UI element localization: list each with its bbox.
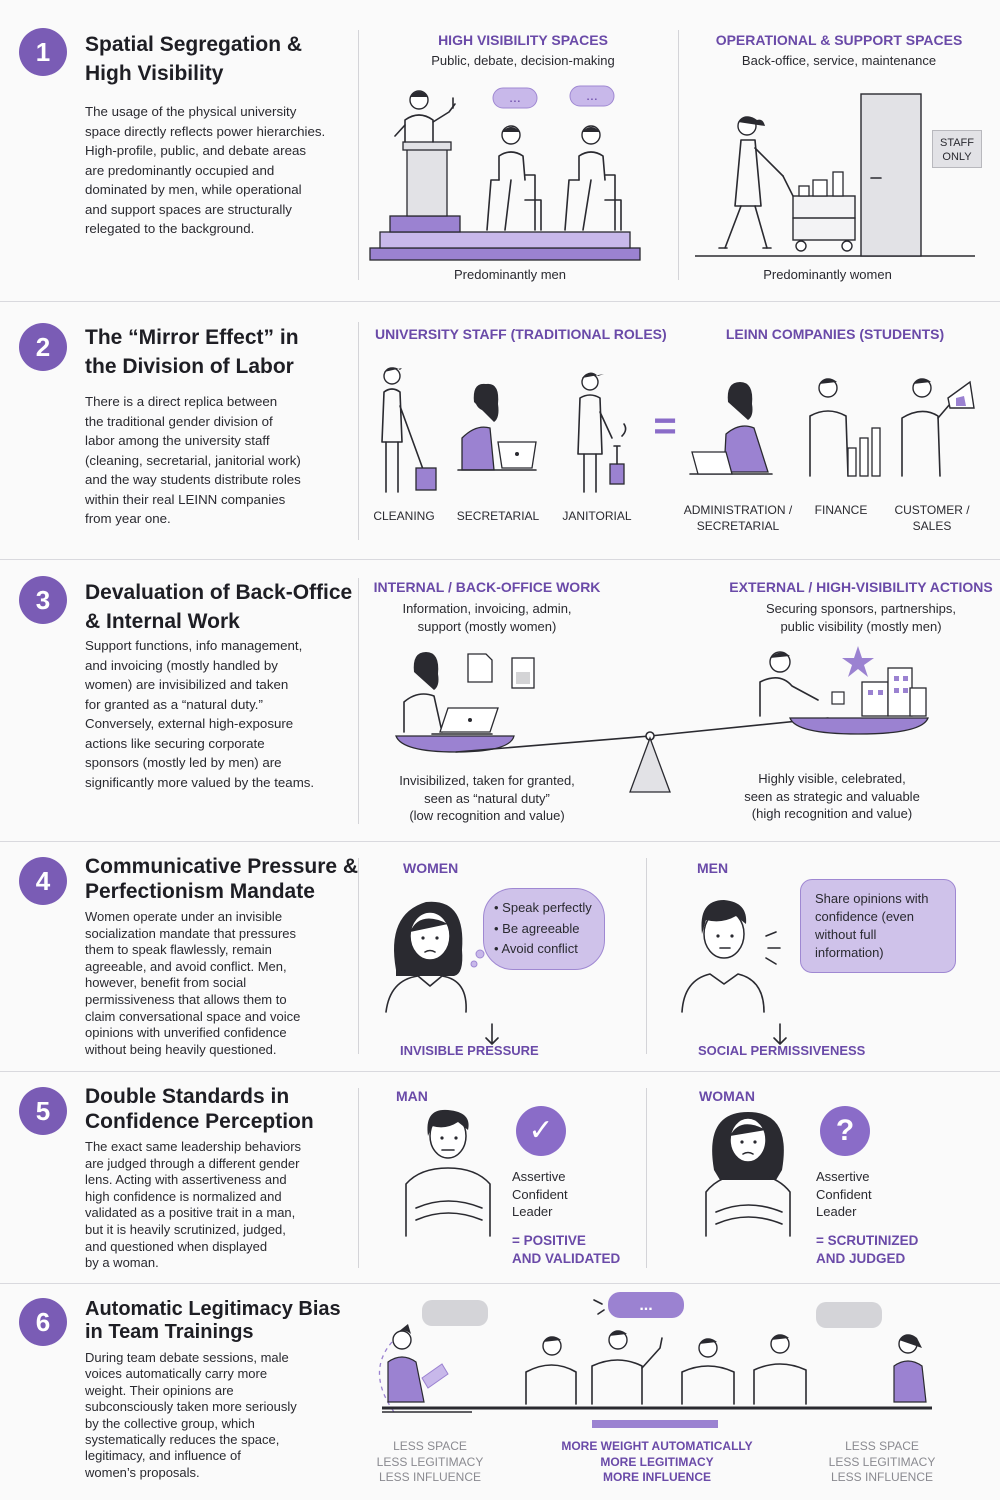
- panel-title: LEINN COMPANIES (STUDENTS): [725, 326, 945, 342]
- panel-title: MAN: [396, 1088, 428, 1104]
- staff-only-sign: STAFF ONLY: [932, 130, 982, 168]
- panel-title: EXTERNAL / HIGH-VISIBILITY ACTIONS: [729, 579, 993, 595]
- section-title: The “Mirror Effect” in the Division of L…: [85, 326, 299, 378]
- svg-text:...: ...: [509, 89, 521, 105]
- permission-bubble: Share opinions with confidence (even wit…: [800, 879, 956, 973]
- question-icon: ?: [820, 1106, 870, 1156]
- panel-title: OPERATIONAL & SUPPORT SPACES: [715, 32, 963, 48]
- role-label: JANITORIAL: [562, 509, 632, 523]
- section-number: 4: [19, 857, 67, 905]
- section-title: Devaluation of Back-Office & Internal Wo…: [85, 581, 353, 633]
- woman-crossed-arms: [705, 1112, 791, 1237]
- section-number: 1: [19, 28, 67, 76]
- panel-caption: Invisibilized, taken for granted, seen a…: [399, 773, 575, 823]
- section-title: Communicative Pressure & Perfectionism M…: [85, 855, 359, 903]
- svg-text:...: ...: [586, 87, 598, 103]
- section-number: 3: [19, 576, 67, 624]
- verdict-label: = SCRUTINIZED AND JUDGED: [816, 1233, 919, 1266]
- section-title: Double Standards in Confidence Perceptio…: [85, 1085, 314, 1133]
- team-debate-illustration: ...: [378, 1292, 932, 1428]
- minority-effect-label: LESS SPACE LESS LEGITIMACY LESS INFLUENC…: [828, 1439, 936, 1484]
- section-mirror-effect: 2 The “Mirror Effect” in the Division of…: [0, 302, 1000, 560]
- expectations-bubble: • Speak perfectly • Be agreeable • Avoid…: [483, 888, 605, 970]
- section-number: 5: [19, 1087, 67, 1135]
- seesaw-illustration: [395, 646, 929, 793]
- majority-effect-label: MORE WEIGHT AUTOMATICALLY MORE LEGITIMAC…: [561, 1439, 753, 1484]
- section-description: During team debate sessions, male voices…: [85, 1350, 297, 1480]
- section-double-standards: 5 Double Standards in Confidence Percept…: [0, 1072, 1000, 1284]
- traits-list: Assertive Confident Leader: [512, 1169, 568, 1219]
- panel-title: INTERNAL / BACK-OFFICE WORK: [373, 579, 601, 595]
- equals-sign: =: [653, 404, 677, 448]
- panel-subtitle: Public, debate, decision-making: [431, 53, 615, 68]
- panel-caption: SOCIAL PERMISSIVENESS: [698, 1043, 866, 1058]
- section-devaluation: 3 Devaluation of Back-Office & Internal …: [0, 560, 1000, 842]
- panel-caption: Predominantly women: [763, 267, 892, 282]
- panel-title: UNIVERSITY STAFF (TRADITIONAL ROLES): [375, 326, 667, 342]
- student-roles-illustration: [689, 378, 975, 477]
- role-label: CLEANING: [373, 509, 435, 523]
- section-title: Automatic Legitimacy Bias in Team Traini…: [85, 1298, 341, 1343]
- panel-subtitle: Information, invoicing, admin, support (…: [402, 601, 572, 634]
- section-legitimacy-bias: 6 Automatic Legitimacy Bias in Team Trai…: [0, 1284, 1000, 1500]
- woman-portrait: [385, 901, 499, 1045]
- section-description: Support functions, info management, and …: [85, 638, 315, 790]
- section-number: 6: [19, 1298, 67, 1346]
- divider: [646, 1088, 647, 1268]
- section-description: Women operate under an invisible sociali…: [85, 909, 301, 1057]
- man-portrait: [681, 900, 787, 1045]
- panel-title: HIGH VISIBILITY SPACES: [438, 32, 608, 48]
- panel-title: MEN: [697, 860, 729, 876]
- verdict-label: = POSITIVE AND VALIDATED: [512, 1233, 621, 1266]
- section-number: 2: [19, 323, 67, 371]
- panel-title: WOMAN: [699, 1088, 755, 1104]
- section-spatial-segregation: 1 Spatial Segregation & High Visibility …: [0, 0, 1000, 302]
- check-icon: ✓: [516, 1106, 566, 1156]
- divider: [646, 858, 647, 1054]
- panel-subtitle: Securing sponsors, partnerships, public …: [765, 601, 957, 634]
- panel-caption: INVISIBLE PRESSURE: [400, 1043, 539, 1058]
- panel-caption: Predominantly men: [454, 267, 566, 282]
- divider: [358, 30, 359, 280]
- panel-subtitle: Back-office, service, maintenance: [741, 53, 937, 68]
- divider: [358, 578, 359, 824]
- man-crossed-arms: [405, 1109, 491, 1237]
- role-label: ADMINISTRATION / SECRETARIAL: [683, 503, 793, 533]
- minority-effect-label: LESS SPACE LESS LEGITIMACY LESS INFLUENC…: [376, 1439, 484, 1484]
- divider: [358, 858, 359, 1054]
- role-label: SECRETARIAL: [456, 509, 540, 523]
- role-label: CUSTOMER / SALES: [894, 503, 970, 533]
- section-description: There is a direct replica between the tr…: [85, 394, 301, 526]
- role-label: FINANCE: [814, 503, 868, 517]
- section-description: The usage of the physical university spa…: [85, 104, 326, 236]
- svg-text:...: ...: [639, 1297, 652, 1314]
- panel-title: WOMEN: [403, 860, 459, 876]
- panel-caption: Highly visible, celebrated, seen as stra…: [744, 771, 920, 821]
- divider: [678, 30, 679, 280]
- section-title: Spatial Segregation & High Visibility: [85, 33, 303, 85]
- staff-roles-illustration: [381, 367, 627, 493]
- traits-list: Assertive Confident Leader: [816, 1169, 872, 1219]
- section-description: The exact same leadership behaviors are …: [85, 1139, 302, 1271]
- section-communicative-pressure: 4 Communicative Pressure & Perfectionism…: [0, 842, 1000, 1072]
- divider: [358, 322, 359, 540]
- debate-stage-illustration: ... ...: [369, 85, 641, 261]
- support-space-illustration: [695, 93, 975, 257]
- divider: [358, 1088, 359, 1268]
